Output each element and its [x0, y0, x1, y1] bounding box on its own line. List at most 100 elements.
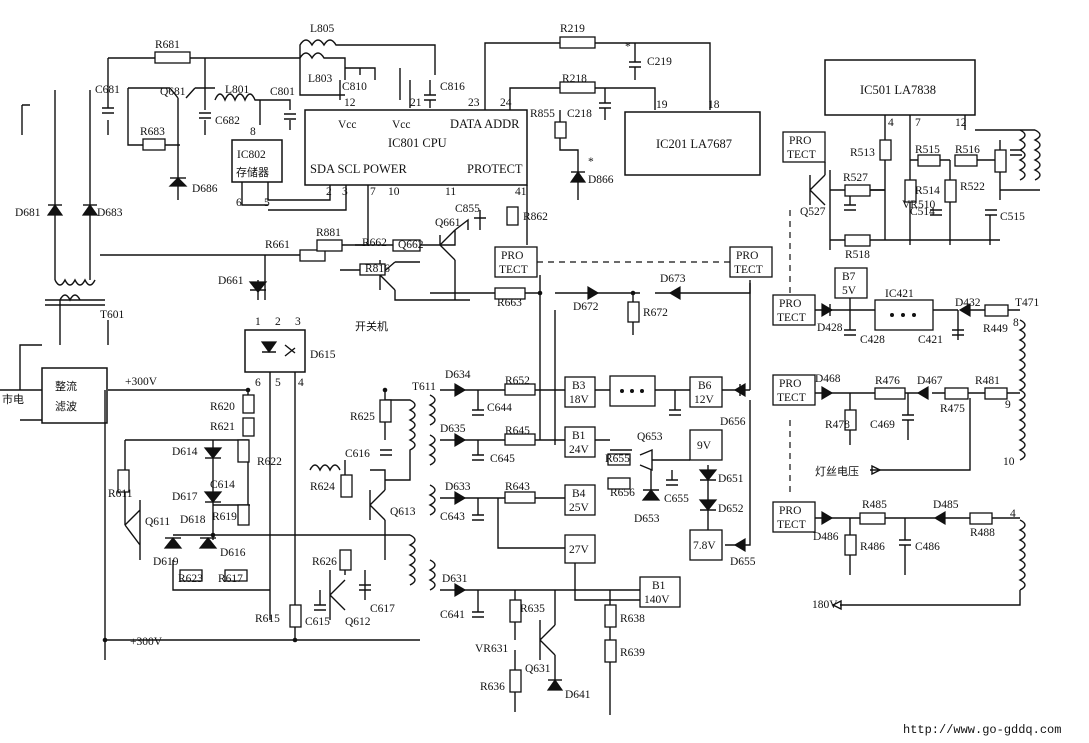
label-b7_2: 5V [842, 285, 857, 297]
label-d683: D683 [97, 207, 123, 219]
label-p23: 23 [468, 97, 480, 109]
label-l805: L805 [310, 23, 335, 35]
protect-box-180v [772, 501, 816, 533]
label-c816: C816 [440, 81, 465, 93]
label-c615: C615 [305, 616, 330, 628]
label-b1h_2: 140V [644, 594, 670, 606]
label-p21: 21 [410, 97, 422, 109]
label-d614: D614 [172, 446, 198, 458]
label-ic801_vcc2: Vcc [392, 119, 411, 131]
label-d681: D681 [15, 207, 41, 219]
label-r617: R617 [218, 573, 243, 585]
ic501 [824, 59, 976, 116]
label-ic501: IC501 LA7838 [860, 83, 936, 97]
label-d467: D467 [917, 375, 943, 387]
protect-box-2 [729, 246, 773, 278]
label-p4: 4 [888, 117, 894, 129]
label-q613: Q613 [390, 506, 416, 518]
label-c643: C643 [440, 511, 465, 523]
label-d652: D652 [718, 503, 744, 515]
label-r816: R816 [365, 263, 390, 275]
label-r619: R619 [212, 511, 237, 523]
label-r681: R681 [155, 39, 180, 51]
label-d651: D651 [718, 473, 744, 485]
label-d686: D686 [192, 183, 218, 195]
label-r625: R625 [350, 411, 375, 423]
ic801-cpu: Vcc Vcc DATA ADDR IC801 CPU SDA SCL POWE… [304, 97, 528, 198]
label-d485: D485 [933, 499, 959, 511]
label-r218: R218 [562, 73, 587, 85]
label-line2: TECT [777, 392, 806, 404]
label-d661: D661 [218, 275, 244, 287]
label-q661: Q661 [435, 217, 461, 229]
label-rect_line2: 滤波 [55, 400, 77, 413]
label-b1_1: B1 [572, 430, 586, 442]
label-r621: R621 [210, 421, 235, 433]
label-r662: R662 [362, 237, 387, 249]
label-ic801_name: IC801 CPU [388, 136, 447, 150]
label-line2: TECT [734, 264, 763, 276]
bus-to-ic201: IC201 LA7687 19 18 PRO TECT [474, 36, 761, 278]
label-ic802_sub: 存储器 [236, 165, 269, 179]
label-d2: 2 [275, 316, 281, 328]
label-ic801_data_addr: DATA ADDR [450, 117, 520, 131]
label-r518: R518 [845, 249, 870, 261]
label-t471: T471 [1015, 297, 1040, 309]
component-labels: L805 L803 L801 C810 C816 R681 C681 Q681 … [2, 23, 1040, 701]
label-p24: 24 [500, 97, 512, 109]
label-v180: 180V [812, 599, 838, 611]
right-section: IC501 LA7838 4 7 12 PRO TECT PRO TECT IC… [772, 59, 1041, 611]
label-c645: C645 [490, 453, 515, 465]
label-c514: C514 [910, 206, 935, 218]
label-c617: C617 [370, 603, 395, 615]
label-d432: D432 [955, 297, 981, 309]
label-v9: 9V [697, 440, 712, 452]
protect-box-5v [772, 294, 816, 326]
label-rect_line1: 整流 [55, 379, 77, 393]
label-line1: PRO [501, 250, 523, 262]
label-d633: D633 [445, 481, 471, 493]
label-b6_1: B6 [698, 380, 712, 392]
label-star1: * [625, 41, 631, 53]
label-p7b: 7 [915, 117, 921, 129]
label-c682: C682 [215, 115, 240, 127]
label-c218: C218 [567, 108, 592, 120]
label-q662: Q662 [398, 239, 424, 251]
label-p12b: 12 [955, 117, 967, 129]
label-q631: Q631 [525, 663, 551, 675]
label-d6: 6 [255, 377, 261, 389]
label-mains: 市电 [2, 392, 24, 406]
source-url: http://www.go-gddq.com [903, 723, 1061, 737]
label-r488: R488 [970, 527, 995, 539]
label-p10: 10 [388, 186, 400, 198]
label-b4_1: B4 [572, 488, 586, 500]
label-p6: 6 [236, 197, 242, 209]
label-q612: Q612 [345, 616, 371, 628]
label-r513: R513 [850, 147, 875, 159]
label-ic801_protect: PROTECT [467, 162, 523, 176]
label-q681: Q681 [160, 86, 186, 98]
label-p18: 18 [708, 99, 720, 111]
label-r661: R661 [265, 239, 290, 251]
label-p8: 8 [250, 126, 256, 138]
ic802-memory: IC802 存储器 8 6 5 [231, 126, 347, 211]
label-line1: PRO [789, 135, 811, 147]
label-r478: R478 [825, 419, 850, 431]
label-d635: D635 [440, 423, 466, 435]
label-r620: R620 [210, 401, 235, 413]
label-t10: 10 [1003, 456, 1015, 468]
label-ic201: IC201 LA7687 [656, 137, 732, 151]
label-r656: R656 [610, 487, 635, 499]
label-b3_1: B3 [572, 380, 586, 392]
label-r623: R623 [178, 573, 203, 585]
label-d634: D634 [445, 369, 471, 381]
label-c515: C515 [1000, 211, 1025, 223]
label-c801: C801 [270, 86, 295, 98]
label-r475: R475 [940, 403, 965, 415]
label-d673: D673 [660, 273, 686, 285]
label-p3: 3 [342, 186, 348, 198]
label-r219: R219 [560, 23, 585, 35]
label-line1: PRO [779, 298, 801, 310]
label-ic801_bus: SDA SCL POWER [310, 162, 407, 176]
